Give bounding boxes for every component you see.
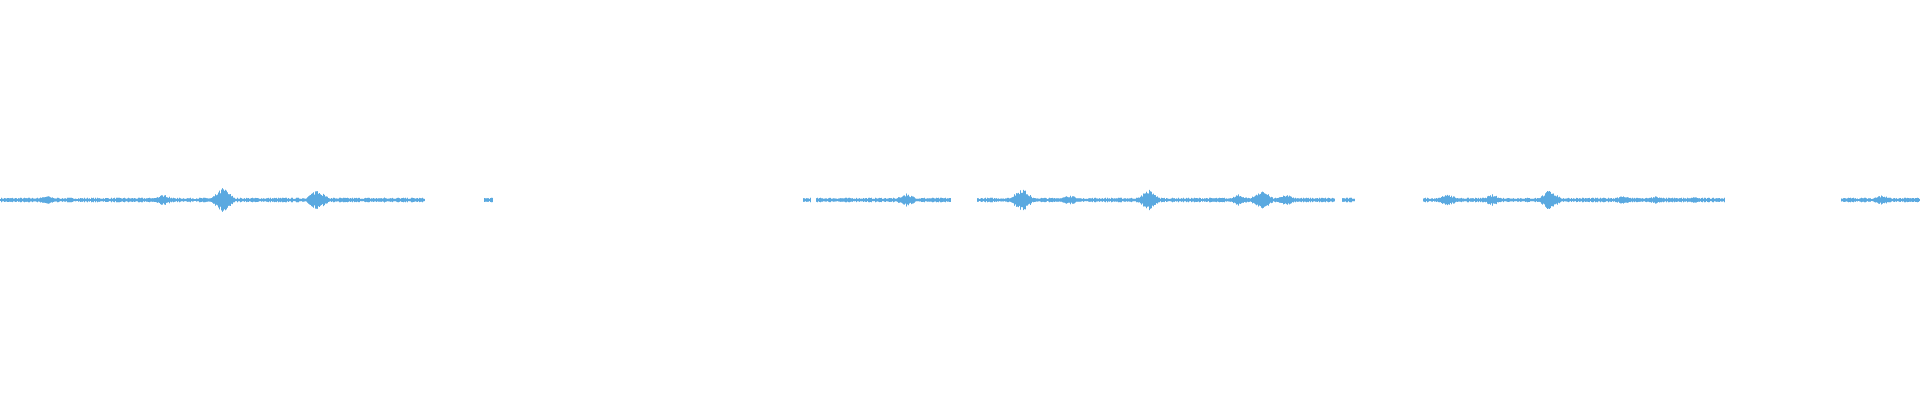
waveform-amplitude — [816, 193, 951, 207]
waveform-amplitude — [0, 188, 425, 212]
waveform-segment[interactable] — [816, 193, 951, 207]
waveform-segment[interactable] — [1342, 197, 1355, 203]
waveform-segment[interactable] — [977, 189, 1335, 211]
waveform-amplitude — [484, 197, 493, 203]
waveform-segment[interactable] — [1841, 195, 1920, 205]
waveform-amplitude — [803, 197, 811, 203]
waveform-segment[interactable] — [0, 188, 425, 212]
waveform-amplitude — [1342, 197, 1355, 203]
waveform-segment[interactable] — [484, 197, 493, 203]
waveform-segment[interactable] — [803, 197, 811, 203]
waveform-segment[interactable] — [1423, 191, 1725, 209]
waveform-amplitude — [1841, 195, 1920, 205]
waveform-amplitude — [977, 189, 1335, 211]
waveform-amplitude — [1423, 191, 1725, 209]
